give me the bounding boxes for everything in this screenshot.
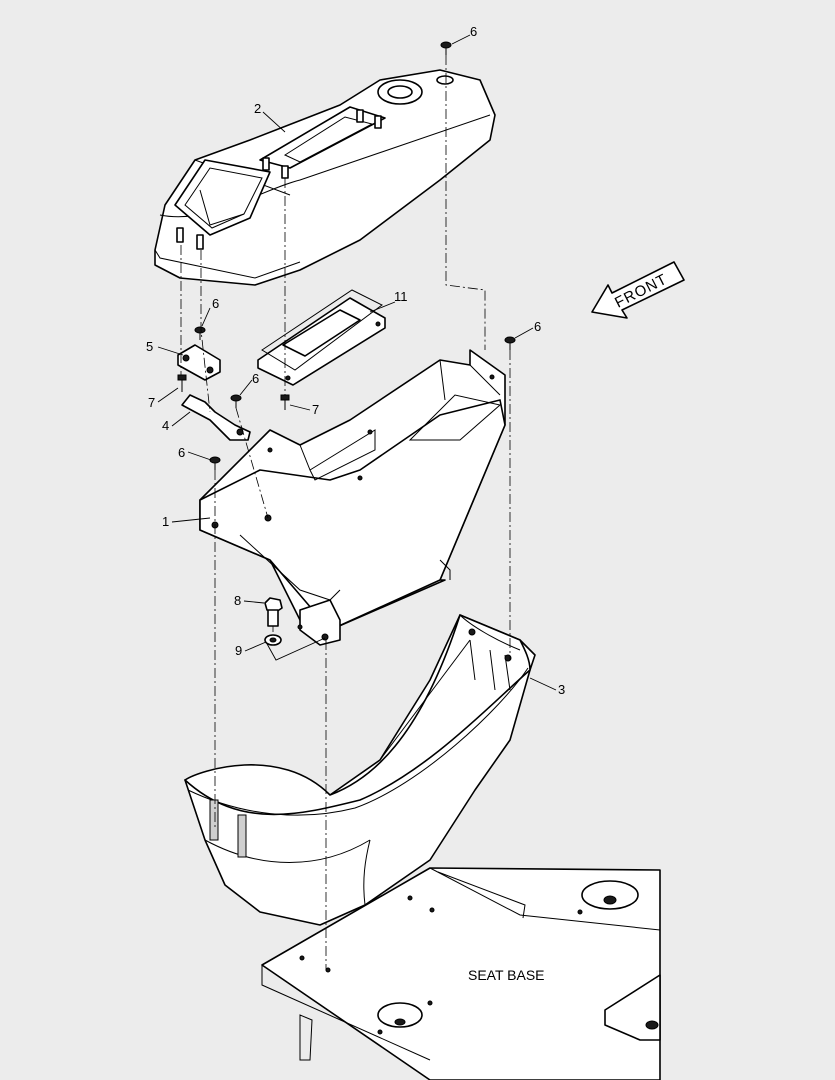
callout-9: 9	[235, 643, 242, 658]
callout-4: 4	[162, 418, 169, 433]
callout-1: 1	[162, 514, 169, 529]
upper-console	[154, 69, 496, 286]
screw-6-right	[504, 336, 516, 350]
main-bracket	[199, 349, 506, 646]
bracket-5	[177, 344, 221, 381]
callout-7-right: 7	[312, 402, 319, 417]
cover-plate-11	[257, 289, 386, 386]
screw-6-top	[440, 41, 452, 55]
screw-6-lower	[209, 456, 221, 470]
bolt-7-left	[177, 374, 187, 392]
callout-8: 8	[234, 593, 241, 608]
callout-6-left: 6	[212, 296, 219, 311]
callout-11: 11	[394, 289, 408, 304]
seat-base: SEAT BASE	[261, 867, 661, 1080]
callout-3: 3	[558, 682, 565, 697]
callout-6-right: 6	[534, 319, 541, 334]
callout-leaders	[157, 34, 557, 691]
callout-7-left: 7	[148, 395, 155, 410]
front-direction-arrow: FRONT	[591, 261, 685, 319]
screw-6-mid	[230, 394, 242, 408]
alignment-lines	[180, 55, 511, 970]
callout-6-lower: 6	[178, 445, 185, 460]
callout-5: 5	[146, 339, 153, 354]
screw-6-left	[194, 326, 206, 340]
seat-base-label: SEAT BASE	[468, 967, 545, 983]
callout-2: 2	[254, 101, 261, 116]
callout-6-mid: 6	[252, 371, 259, 386]
bracket-4	[181, 394, 251, 441]
bolt-8	[264, 597, 283, 627]
bolt-7-right	[280, 394, 290, 410]
washer-9	[264, 634, 282, 646]
callout-numbers: 6 2 11 6 6 5 6 7 7 4 6 1 8 9 3	[146, 24, 565, 697]
callout-6-top: 6	[470, 24, 477, 39]
